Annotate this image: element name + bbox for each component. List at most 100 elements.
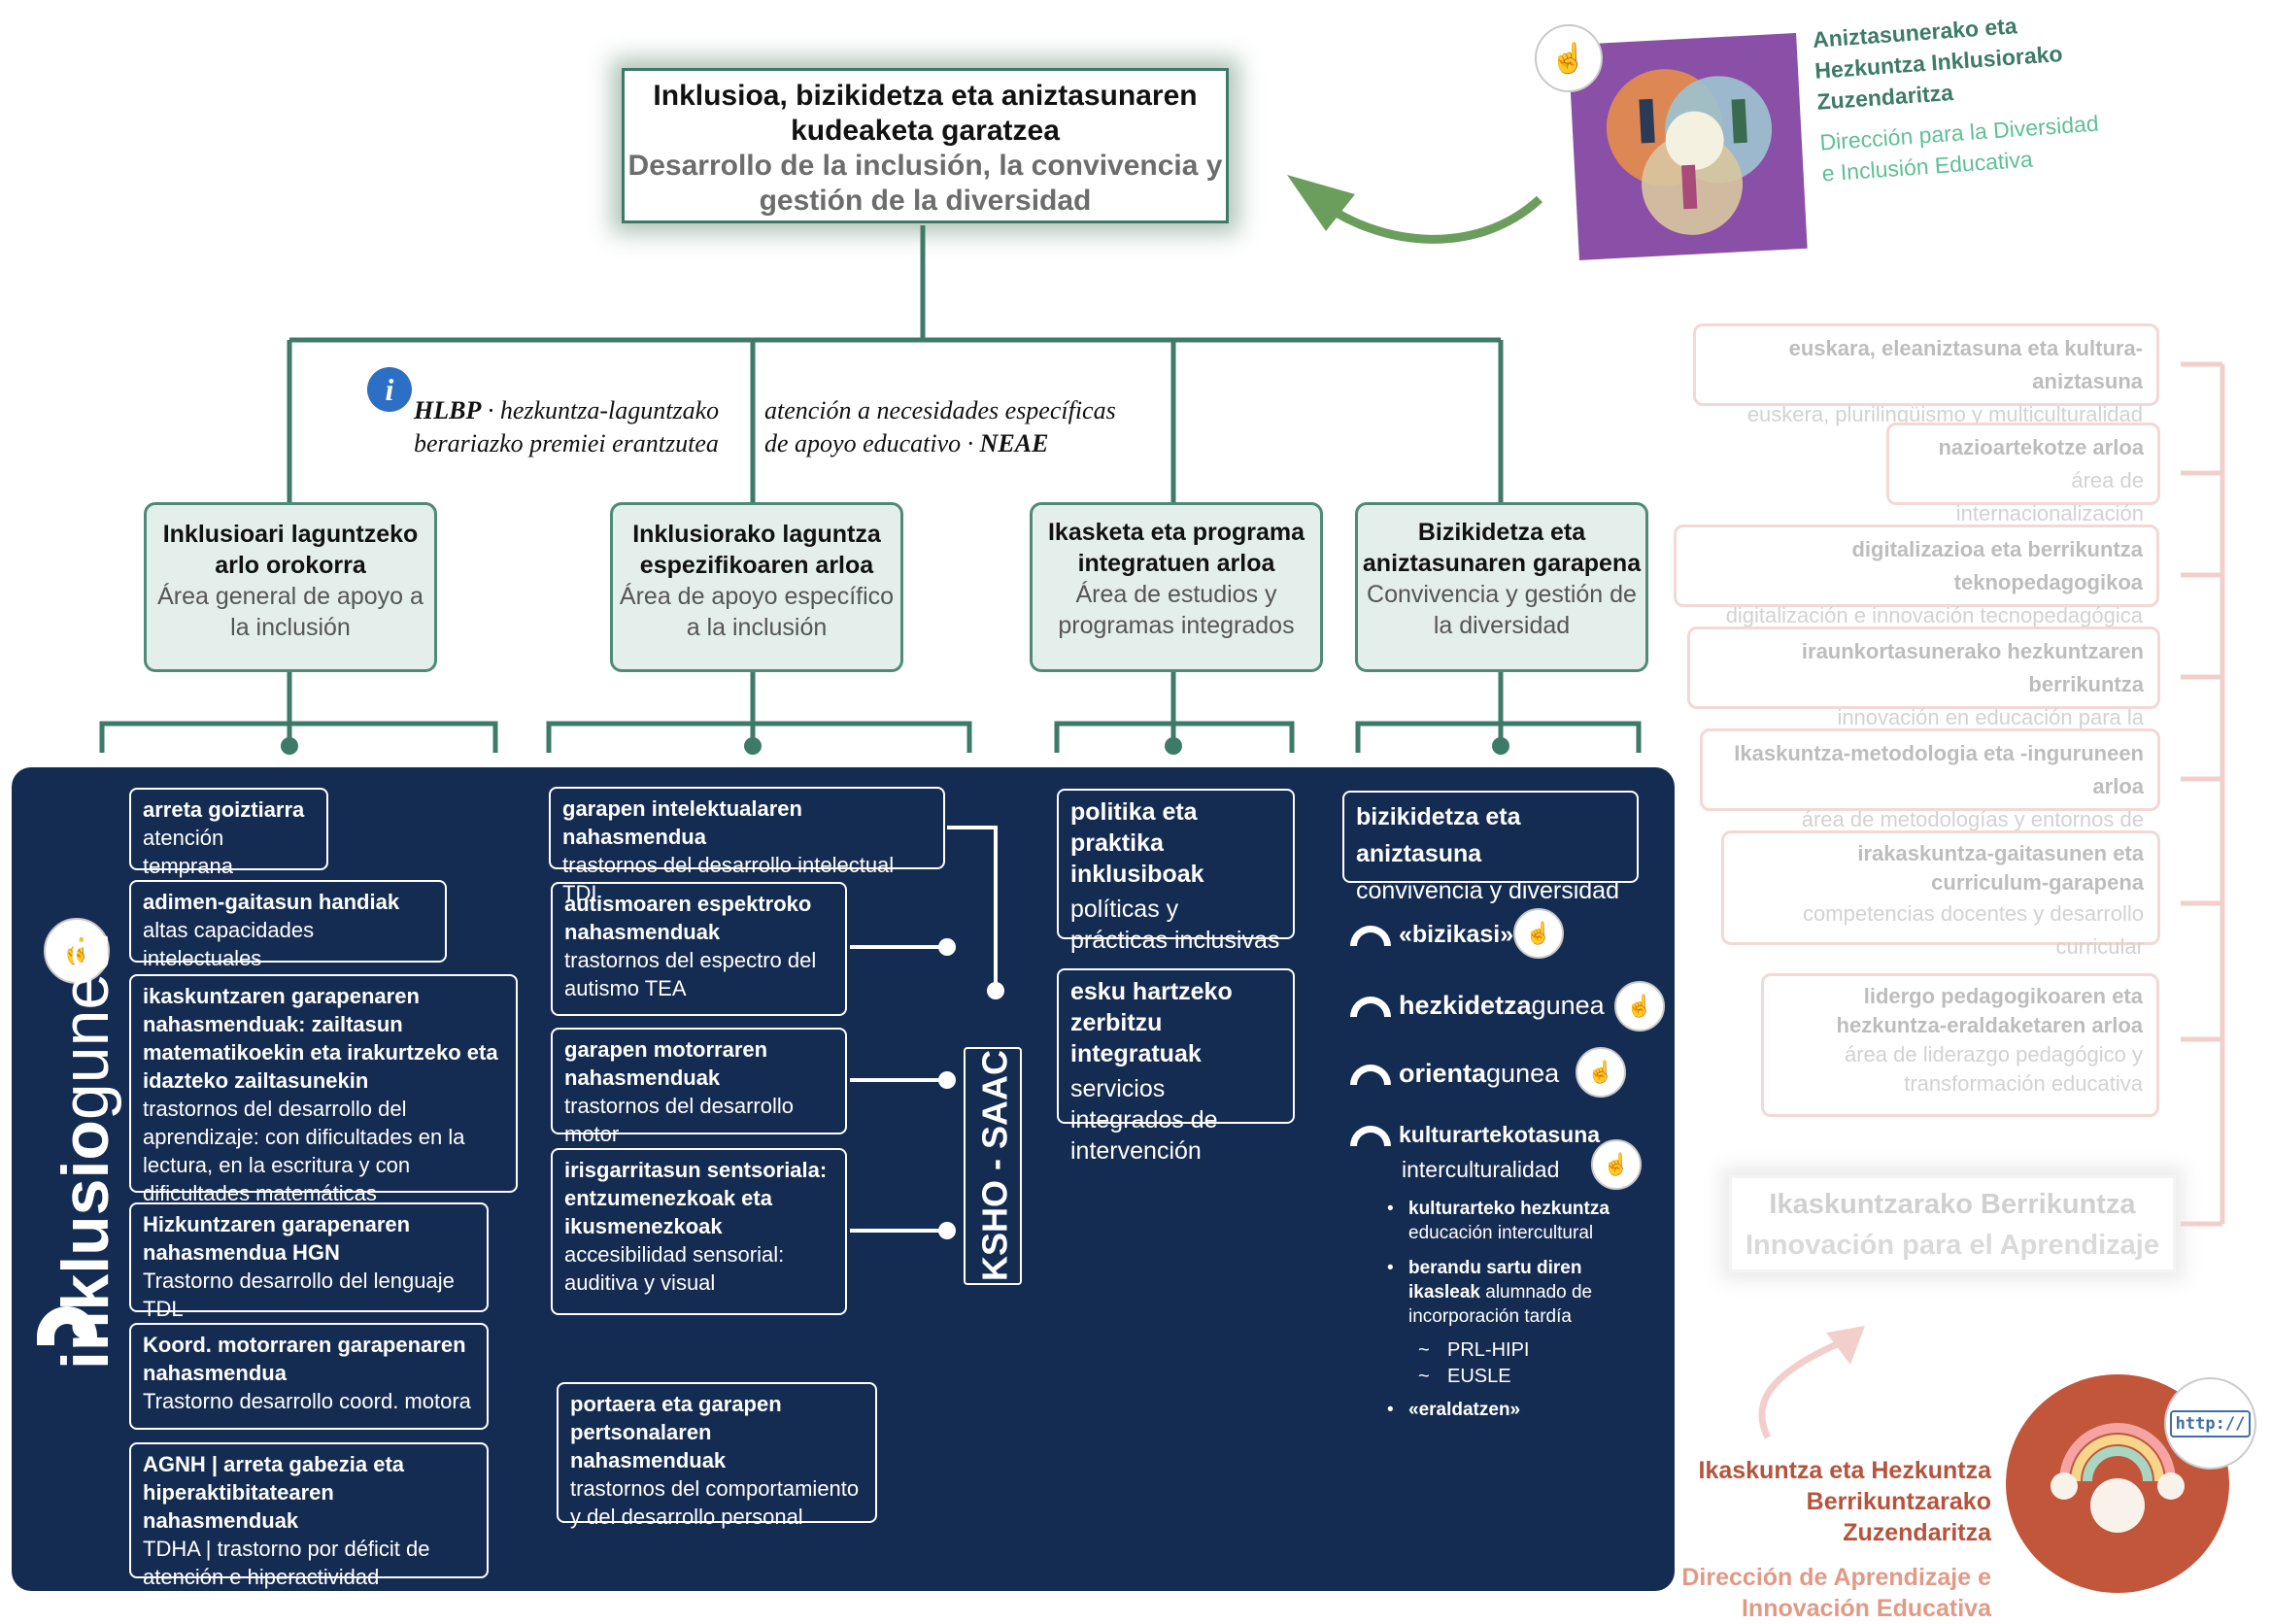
item-es: trastornos del desarrollo motor xyxy=(564,1094,795,1146)
item-es: accesibilidad sensorial: auditiva y visu… xyxy=(564,1242,785,1295)
innovation-eu: Ikaskuntzarako Berrikuntza xyxy=(1769,1189,2136,1220)
area-studies-es: Área de estudios y programas integrados xyxy=(1058,581,1295,639)
item-eu: esku hartzeko zerbitzu integratuak xyxy=(1070,978,1233,1067)
item-es: políticas y prácticas inclusivas xyxy=(1070,896,1280,954)
directorate-bottom-logo xyxy=(2006,1374,2229,1593)
directorate-bottom-text: Ikaskuntza eta Hezkuntza Berrikuntzarako… xyxy=(1651,1455,1991,1624)
sub-item-eusle[interactable]: ~EUSLE xyxy=(1418,1364,1634,1389)
item-eu: garapen motorraren nahasmenduak xyxy=(564,1037,768,1090)
area-box-specific: Inklusiorako laguntza espezifikoaren arl… xyxy=(610,502,903,672)
bizikasi-pre: « xyxy=(1399,921,1412,948)
main-title-es: Desarrollo de la inclusión, la convivenc… xyxy=(627,150,1223,217)
faded-item-digitalizazioa: digitalizazioa eta berrikuntza teknopeda… xyxy=(1674,524,2159,627)
bullet-eu: berandu sartu diren ikasleak xyxy=(1408,1258,1582,1303)
list-item-koord[interactable]: Koord. motorraren garapenaren nahasmendu… xyxy=(129,1323,489,1430)
kultur-hand-icon[interactable]: ☝ xyxy=(1591,1139,1642,1190)
faded-es: área de internacionalización xyxy=(1955,468,2144,525)
kultur-bullet-eraldatzen[interactable]: • «eraldatzen» xyxy=(1387,1398,1603,1423)
item-es: servicios integrados de intervención xyxy=(1070,1075,1218,1165)
neae-label: atención a necesidades específicas de ap… xyxy=(764,394,1172,460)
list-item-adimen[interactable]: adimen-gaitasun handiak altas capacidade… xyxy=(129,880,447,970)
link-hezkidetzagunea[interactable]: hezkidetzagunea xyxy=(1350,986,1642,1025)
list-item-arreta[interactable]: arreta goiztiarra atención temprana xyxy=(129,788,328,878)
item-eu: bizikidetza eta aniztasuna xyxy=(1356,803,1521,867)
tilde-mark: ~ xyxy=(1418,1366,1430,1387)
item-eu: AGNH | arreta gabezia eta hiperaktibitat… xyxy=(143,1452,405,1533)
bullet-es: educación intercultural xyxy=(1408,1223,1594,1243)
faded-item-euskara: euskara, eleaniztasuna eta kultura-anizt… xyxy=(1693,323,2159,426)
faded-eu: digitalizazioa eta berrikuntza teknopeda… xyxy=(1851,537,2143,594)
list-item-bizikidetza[interactable]: bizikidetza eta aniztasuna convivencia y… xyxy=(1342,791,1639,904)
bullet-es: alumnado de incorporación tardía xyxy=(1408,1282,1593,1327)
faded-eu: iraunkortasunerako hezkuntzaren berrikun… xyxy=(1801,639,2144,696)
item-es: altas capacidades intelectuales xyxy=(143,918,315,970)
item-es: atención temprana xyxy=(143,826,233,878)
arch-icon xyxy=(1350,997,1391,1018)
tilde-mark: ~ xyxy=(1418,1339,1430,1361)
neae-abbr: NEAE xyxy=(979,429,1049,457)
faded-es: área de liderazgo pedagógico y transform… xyxy=(1844,1042,2143,1096)
arch-icon xyxy=(1350,925,1391,946)
item-eu: portaera eta garapen pertsonalaren nahas… xyxy=(570,1392,782,1472)
neae-text-2: de apoyo educativo · xyxy=(764,429,980,457)
area-specific-es: Área de apoyo específico a la inclusión xyxy=(619,583,895,641)
kultur-bullet-1[interactable]: • kulturarteko hezkuntza educación inter… xyxy=(1387,1197,1646,1245)
bizikasi-hand-icon[interactable]: ☝ xyxy=(1513,908,1564,959)
faded-es: euskera, plurilingüismo y multiculturali… xyxy=(1746,402,2143,426)
bullet-eu: kulturarteko hezkuntza xyxy=(1408,1199,1610,1219)
bullet-eu: «eraldatzen» xyxy=(1408,1400,1521,1420)
item-eu: Koord. motorraren garapenaren nahasmendu… xyxy=(143,1333,466,1385)
bizikasi-rest: ikasi» xyxy=(1445,921,1514,948)
item-eu: ikaskuntzaren garapenaren nahasmenduak: … xyxy=(143,984,498,1093)
main-title-box: Inklusioa, bizikidetza eta aniztasunaren… xyxy=(622,68,1229,223)
item-eu: Hizkuntzaren garapenaren nahasmendua HGN xyxy=(143,1212,411,1265)
main-title-eu: Inklusioa, bizikidetza eta aniztasunaren… xyxy=(653,80,1198,147)
list-item-motor[interactable]: garapen motorraren nahasmenduak trastorn… xyxy=(551,1028,847,1146)
kulturartekotasuna-block: kulturartekotasuna interculturalidad xyxy=(1350,1117,1622,1187)
item-es: trastornos del espectro del autismo TEA xyxy=(564,948,817,1000)
bullet-dot: • xyxy=(1387,1199,1394,1219)
area-studies-eu: Ikasketa eta programa integratuen arloa xyxy=(1047,519,1305,577)
list-item-politika[interactable]: politika eta praktika inklusiboak políti… xyxy=(1057,789,1295,954)
hlbp-text-1: · hezkuntza-laguntzako xyxy=(481,396,720,424)
directorate-logo-image xyxy=(1568,33,1808,260)
area-general-eu: Inklusioari laguntzeko arlo orokorra xyxy=(162,521,419,579)
link-orientagunea[interactable]: orientagunea xyxy=(1350,1054,1603,1093)
item-eu: adimen-gaitasun handiak xyxy=(143,890,400,914)
hlbp-text-2: berariazko premiei erantzutea xyxy=(414,429,719,457)
sub-item-prl-hipi[interactable]: ~ PRL-HIPI xyxy=(1418,1337,1634,1363)
list-item-tea[interactable]: autismoaren espektroko nahasmenduak tras… xyxy=(551,882,847,1016)
list-item-hizkuntza[interactable]: Hizkuntzaren garapenaren nahasmendua HGN… xyxy=(129,1202,489,1321)
orienta-hand-icon[interactable]: ☝ xyxy=(1576,1047,1626,1098)
list-item-esku-hartzeko[interactable]: esku hartzeko zerbitzu integratuak servi… xyxy=(1057,968,1295,1165)
area-general-es: Área general de apoyo a la inclusión xyxy=(157,583,424,641)
orienta-light: gunea xyxy=(1486,1059,1560,1088)
inklusiogunea-panel xyxy=(12,767,1675,1591)
faded-item-metodologia: Ikaskuntza-metodologia eta -inguruneen a… xyxy=(1700,728,2160,864)
ksho-saac-box[interactable]: KSHO - SAAC xyxy=(964,1047,1022,1285)
list-item-sentsoriala[interactable]: irisgarritasun sentsoriala: entzumenezko… xyxy=(551,1148,847,1315)
url-badge[interactable]: http:// xyxy=(2164,1377,2256,1470)
kultur-bullet-2[interactable]: • berandu sartu diren ikasleak alumnado … xyxy=(1387,1256,1646,1329)
info-icon[interactable]: i xyxy=(367,367,412,412)
inklusiogunea-brand: inklusiogunea xyxy=(47,936,124,1370)
ksho-saac-label: KSHO - SAAC xyxy=(974,1050,1015,1282)
orienta-bold: orienta xyxy=(1399,1059,1487,1088)
list-item-agnh[interactable]: AGNH | arreta gabezia eta hiperaktibitat… xyxy=(129,1442,489,1589)
area-box-convivencia: Bizikidetza eta aniztasunaren garapena C… xyxy=(1355,502,1648,672)
link-bizikasi[interactable]: «bizikasi» xyxy=(1350,915,1544,954)
list-item-tdi[interactable]: garapen intelektualaren nahasmendua tras… xyxy=(549,787,945,905)
sub-label: PRL-HIPI xyxy=(1447,1339,1530,1361)
faded-eu: irakaskuntza-gaitasunen eta curriculum-g… xyxy=(1857,841,2144,895)
hlbp-abbr: HLBP xyxy=(414,396,482,424)
faded-eu: lidergo pedagogikoaren eta hezkuntza-era… xyxy=(1836,984,2143,1037)
area-convivencia-es: Convivencia y gestión de la diversidad xyxy=(1367,581,1637,639)
faded-item-iraunkortasuna: iraunkortasunerako hezkuntzaren berrikun… xyxy=(1687,626,2160,762)
list-item-ikaskuntza[interactable]: ikaskuntzaren garapenaren nahasmenduak: … xyxy=(129,974,518,1205)
list-item-portaera[interactable]: portaera eta garapen pertsonalaren nahas… xyxy=(557,1382,877,1529)
item-eu: irisgarritasun sentsoriala: entzumenezko… xyxy=(564,1158,828,1238)
hezkidetza-hand-icon[interactable]: ☝ xyxy=(1614,981,1665,1032)
area-box-general: Inklusioari laguntzeko arlo orokorra Áre… xyxy=(144,502,437,672)
bullet-dot: • xyxy=(1387,1258,1394,1278)
